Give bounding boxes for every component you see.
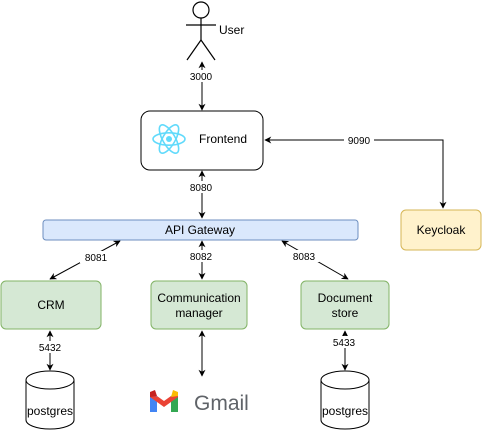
document-database-node[interactable]: postgres: [320, 370, 370, 430]
port-label-8080: 8080: [190, 183, 213, 194]
frontend-label: Frontend: [199, 132, 247, 146]
database-icon: [25, 370, 75, 430]
document-database-label: postgres: [322, 404, 368, 418]
api-gateway-node[interactable]: API Gateway: [42, 219, 359, 241]
api-gateway-label: API Gateway: [165, 223, 235, 237]
gmail-node[interactable]: Gmail: [150, 390, 249, 415]
edge-crm-db: 5432: [34, 330, 64, 371]
keycloak-node[interactable]: Keycloak: [400, 209, 482, 251]
actor-icon: [186, 1, 216, 61]
gmail-icon: [150, 390, 178, 412]
communication-manager-label-line2: manager: [175, 306, 222, 320]
frontend-node[interactable]: Frontend: [140, 110, 264, 171]
communication-manager-node[interactable]: Communication manager: [150, 280, 248, 330]
document-store-node[interactable]: Document store: [300, 280, 390, 330]
port-label-5432: 5432: [39, 343, 62, 354]
user-node[interactable]: User: [186, 1, 244, 61]
crm-database-node[interactable]: postgres: [25, 370, 75, 430]
port-label-8081: 8081: [85, 253, 108, 264]
edge-gateway-crm: 8081: [49, 240, 121, 280]
react-icon: [152, 124, 186, 154]
communication-manager-label-line1: Communication: [157, 291, 240, 305]
user-label: User: [219, 23, 244, 37]
edge-user-frontend: 3000: [186, 61, 216, 111]
port-label-9090: 9090: [348, 136, 371, 147]
port-label-8082: 8082: [190, 252, 213, 263]
database-icon: [320, 370, 370, 430]
crm-label: CRM: [37, 298, 64, 312]
document-store-label-line2: store: [332, 306, 359, 320]
keycloak-label: Keycloak: [417, 223, 467, 237]
edge-gateway-docstore: 8083: [281, 240, 349, 280]
crm-database-label: postgres: [27, 404, 73, 418]
port-label-5433: 5433: [333, 338, 356, 349]
edge-frontend-gateway: 8080: [186, 170, 216, 219]
crm-node[interactable]: CRM: [0, 280, 102, 330]
document-store-label-line1: Document: [318, 291, 373, 305]
edge-gateway-comm: 8082: [186, 240, 216, 280]
edge-docstore-db: 5433: [329, 330, 359, 371]
edge-frontend-keycloak: 9090: [264, 134, 447, 209]
port-label-8083: 8083: [293, 252, 316, 263]
gmail-wordmark: Gmail: [194, 392, 249, 415]
port-label-3000: 3000: [190, 72, 213, 83]
